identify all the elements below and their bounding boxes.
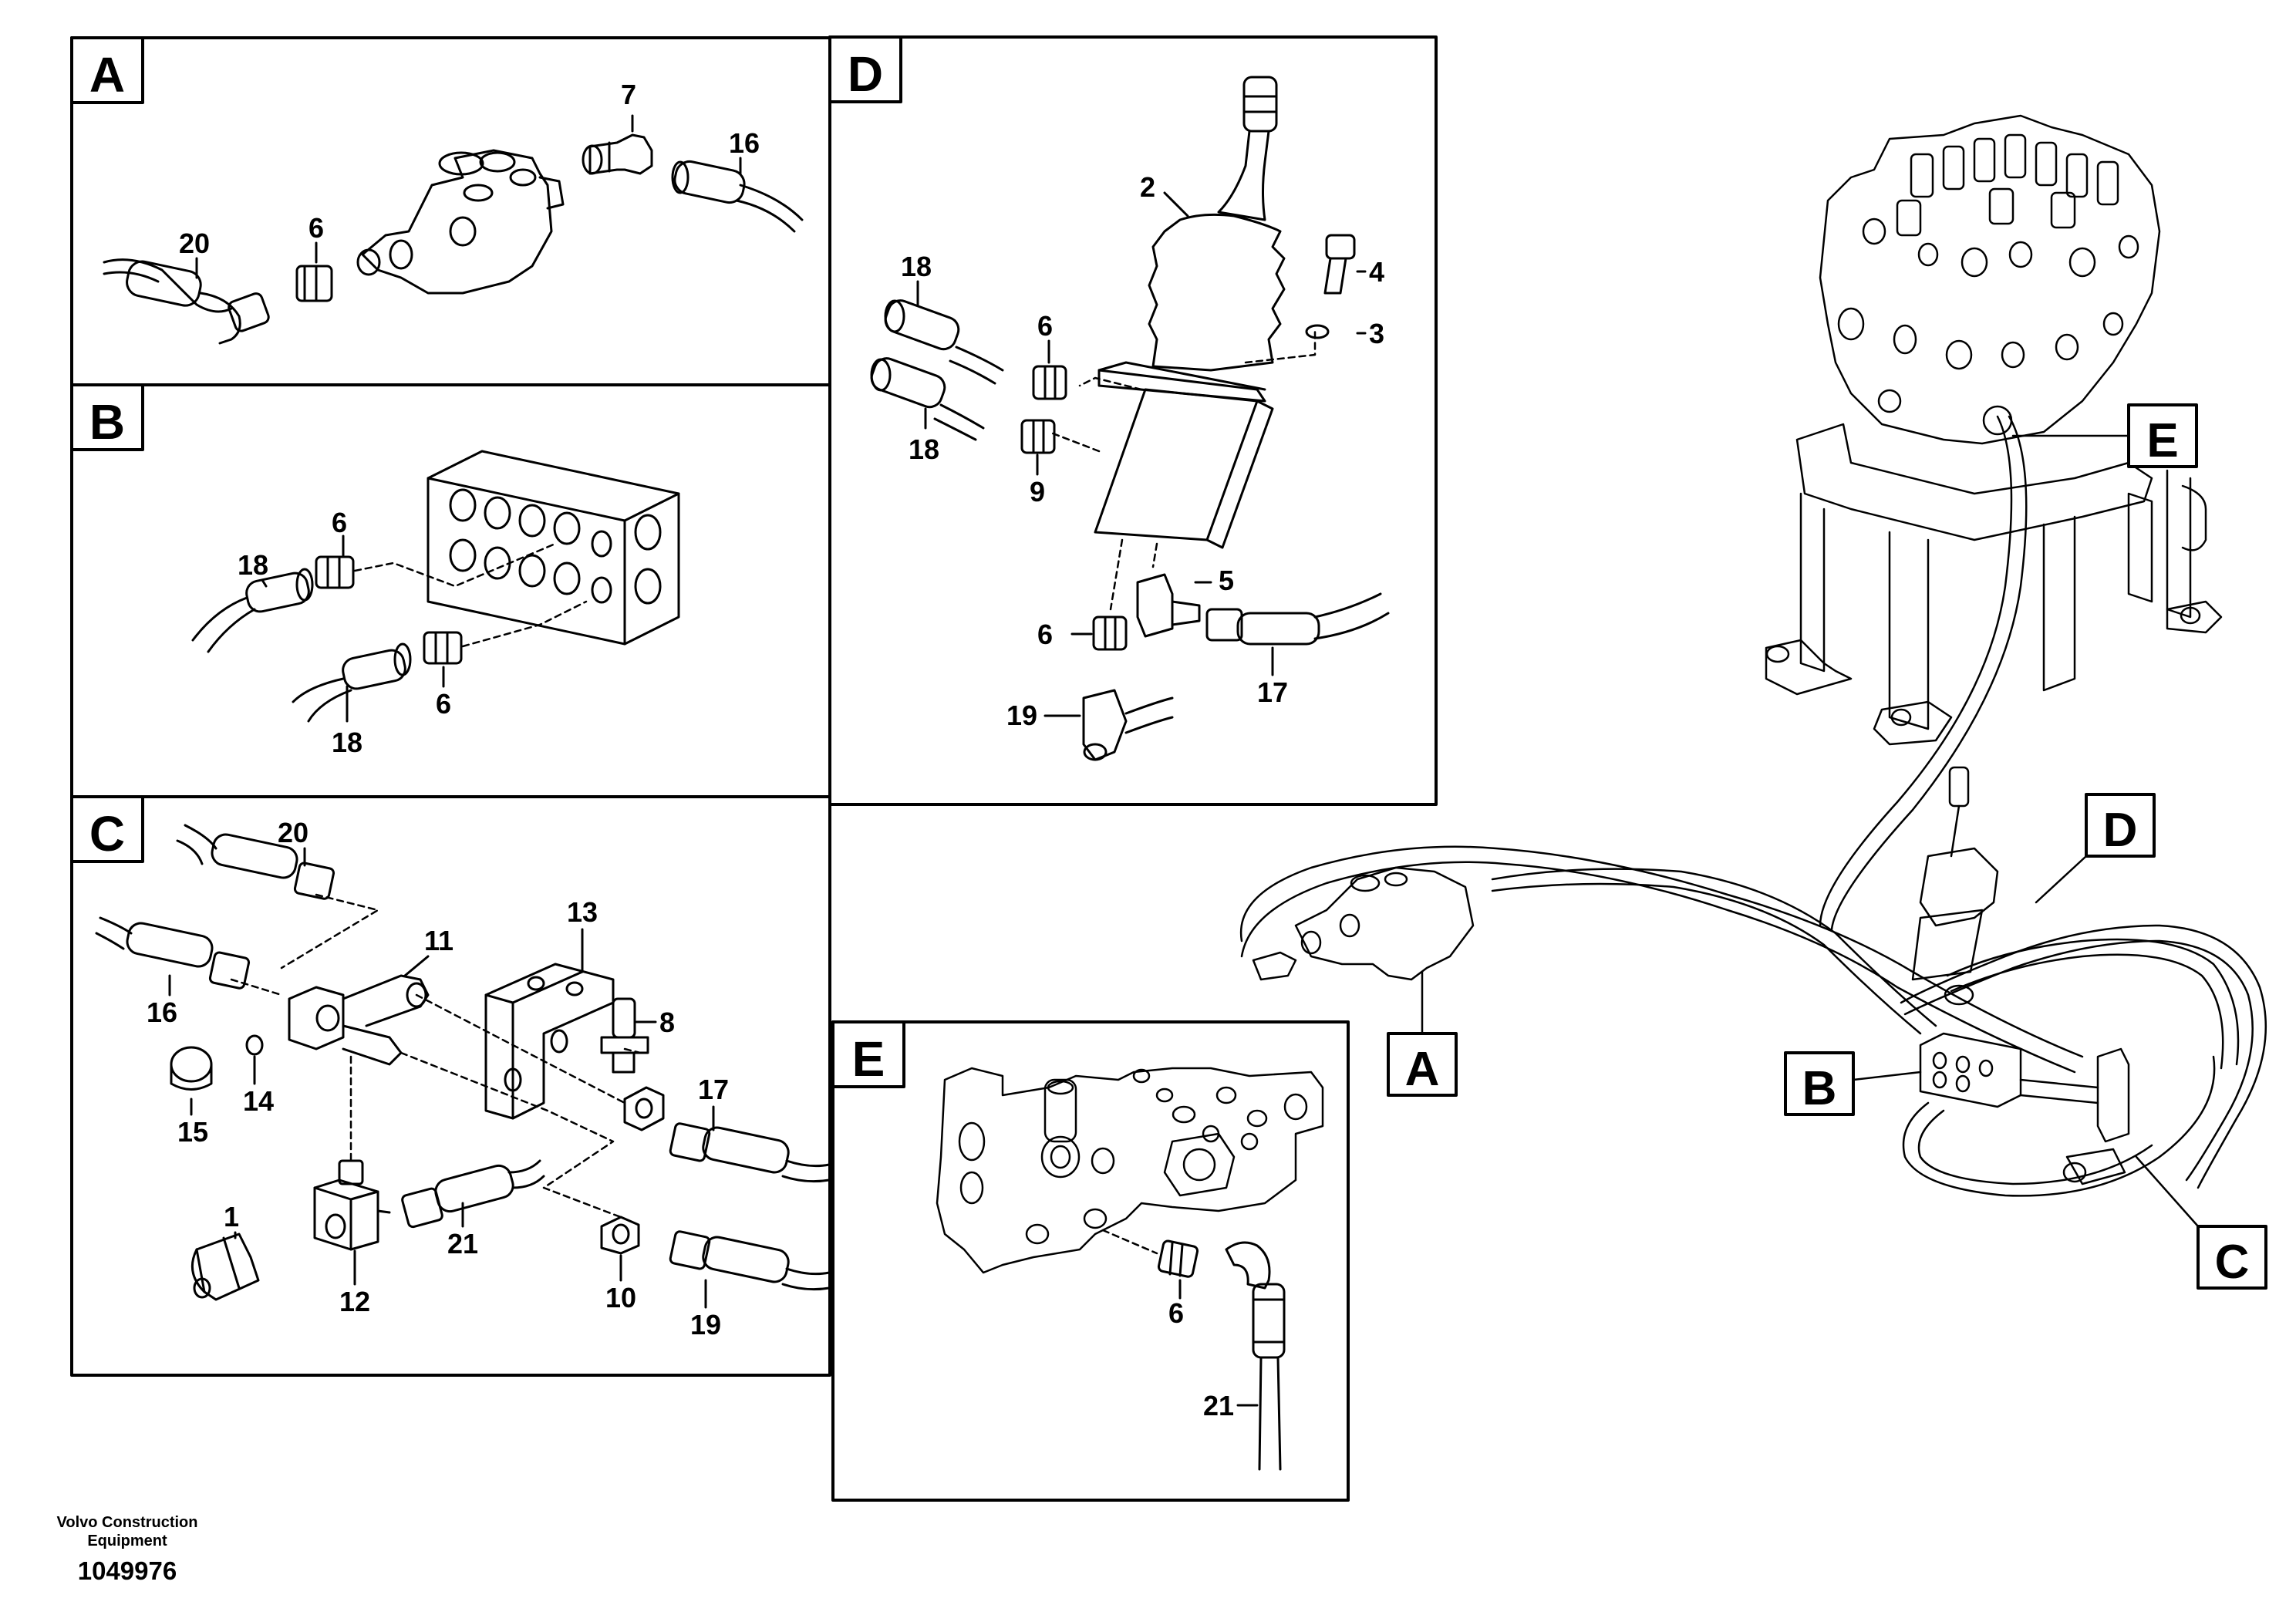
panel-a-label: 16 [729,127,760,159]
panel-a-label: 6 [308,212,324,244]
panel-c-label: 21 [447,1228,478,1259]
panel-c-label: 11 [424,925,453,956]
panel-c-label: 10 [605,1282,636,1313]
callout-e: E [2011,403,2198,468]
panel-d-label: 5 [1219,565,1234,596]
panel-c-label: 15 [177,1116,208,1148]
panel-e-drawing [936,1067,1324,1274]
panel-e-label: 21 [1203,1390,1234,1421]
panel-b-label: 18 [332,727,362,758]
panel-c-label: 14 [243,1085,274,1117]
panel-c-frame [70,795,831,1377]
overview-drawing [1239,114,2267,1197]
panel-a-label: 7 [621,79,636,110]
callout-d-text: D [2103,804,2138,857]
callout-a: A [1387,970,1458,1097]
panel-a-tag: A [70,36,144,104]
callout-c-text: C [2215,1236,2250,1289]
panel-d-label: 3 [1369,318,1384,349]
panel-e-frame [831,1020,1350,1502]
callout-b: B [1784,1051,1922,1116]
panel-d-label: 9 [1030,476,1045,508]
panel-c-label: 12 [339,1286,370,1317]
panel-d-label: 19 [1006,700,1037,731]
panel-c-tag-text: C [89,806,125,862]
brand-name-line2: Equipment [87,1533,167,1549]
panel-a-label: 20 [179,228,210,259]
panel-d-label: 6 [1037,310,1053,342]
panel-c-label: 13 [567,896,598,928]
panel-a-tag-text: A [89,47,125,103]
panel-c-label: 16 [147,996,177,1028]
callout-d: D [2035,793,2156,904]
panel-c-label: 19 [690,1309,721,1340]
panel-a-frame [70,36,831,386]
panel-c-tag: C [70,795,144,863]
panel-e-tag-text: E [852,1031,885,1087]
panel-b-label: 6 [332,507,347,538]
callout-c: C [2135,1155,2267,1290]
drawing-number: 1049976 [77,1556,177,1585]
callout-a-text: A [1405,1043,1440,1096]
panel-d-tag: D [828,35,902,103]
panel-d-label: 17 [1257,676,1288,708]
panel-e-parts [1157,1239,1286,1471]
panel-b-drawing [191,450,680,723]
brand-name-line1: Volvo Construction [56,1514,198,1531]
panel-a-drawing [103,114,804,345]
panel-e-tag: E [831,1020,905,1088]
panel-b-tag: B [70,383,144,451]
panel-c-label: 20 [278,817,308,848]
panel-c-label: 8 [659,1007,675,1038]
panel-c-label: 17 [698,1074,729,1105]
panel-d-drawing [870,76,1390,761]
panel-d-label: 18 [909,433,939,465]
panel-c-label: 1 [224,1201,239,1233]
callout-e-text: E [2146,414,2178,467]
panel-b-label: 6 [436,688,451,720]
panel-c-drawing [95,824,831,1301]
panel-d-label: 2 [1140,171,1155,203]
panel-e-label: 6 [1168,1297,1184,1329]
panel-d-label: 4 [1369,256,1384,288]
panel-b-frame [70,383,831,798]
panel-d-label: 6 [1037,619,1053,650]
callout-b-text: B [1802,1062,1837,1115]
panel-b-tag-text: B [89,394,125,450]
panel-b-label: 18 [238,549,268,581]
panel-d-tag-text: D [848,46,883,102]
panel-d-label: 18 [901,251,932,282]
panel-d-frame [828,35,1438,806]
